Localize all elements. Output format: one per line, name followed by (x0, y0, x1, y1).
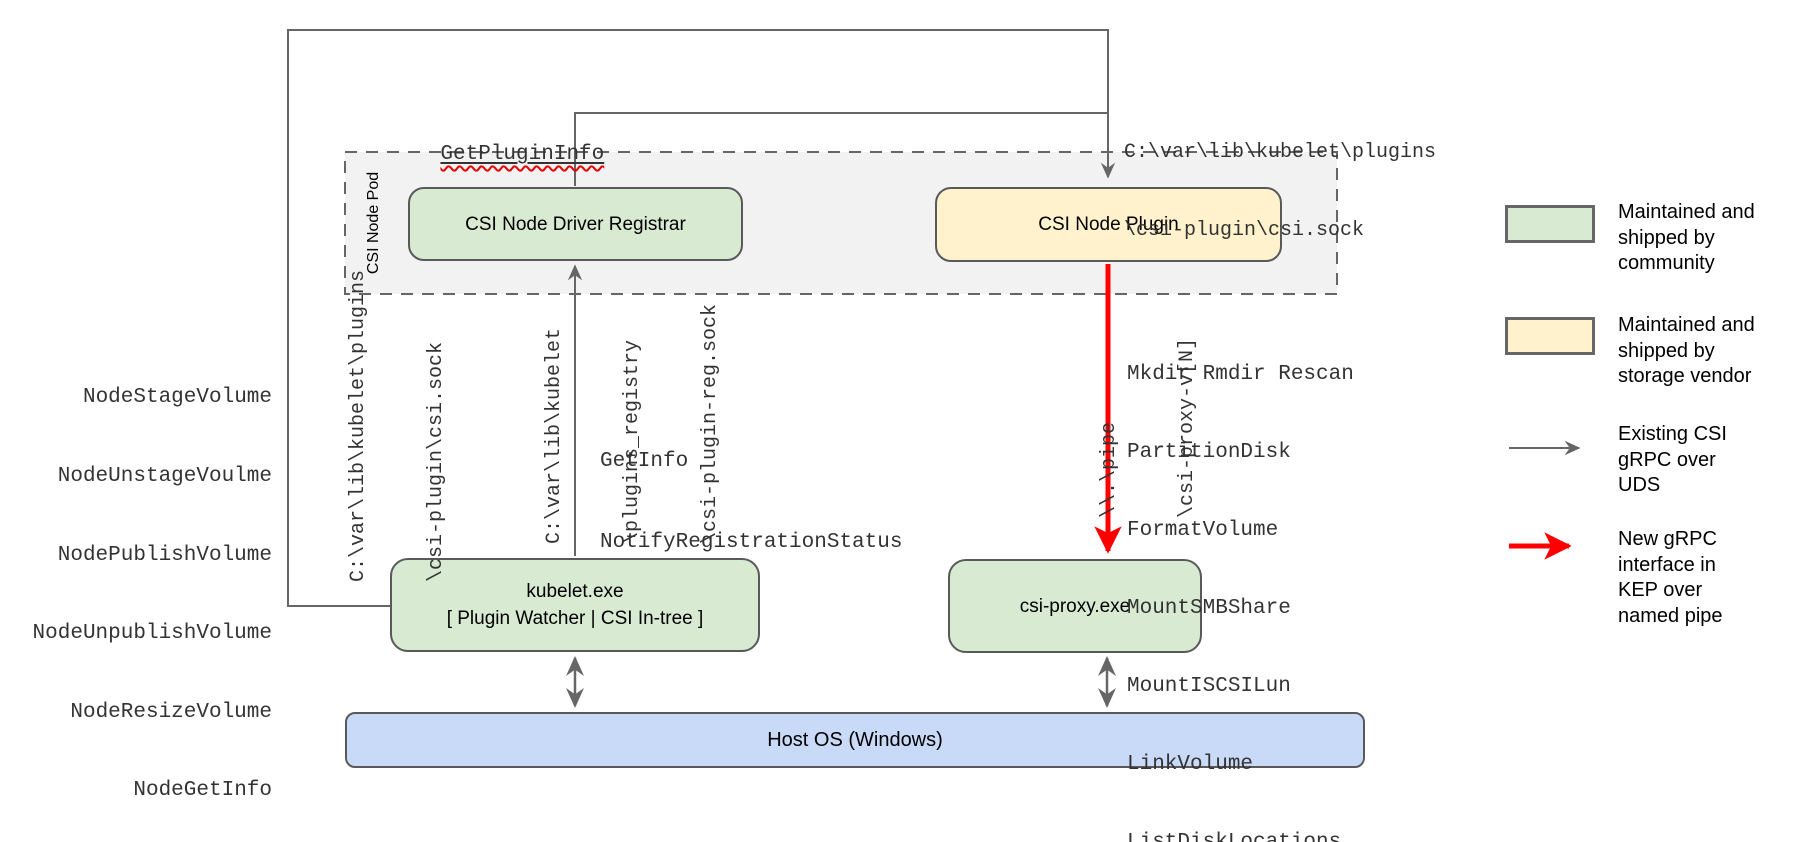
named-pipe-path-vertical: \\.\pipe \csi-proxy-v[N] (1098, 337, 1199, 518)
list-item: NodeStageVolume (82, 386, 272, 410)
list-item: NodeResizeVolume (70, 700, 272, 724)
legend-new-grpc-label: New gRPC interface in KEP over named pip… (1618, 528, 1723, 627)
registrar-calls-list: GetInfo NotifyRegistrationStatus (600, 450, 903, 554)
plugin-sock-path: C:\var\lib\kubelet\plugins \csi-plugin\c… (1124, 141, 1437, 242)
get-plugin-info-label: GetPluginInfo (440, 143, 605, 166)
list-item: LinkVolume (1127, 753, 1254, 776)
list-item: Mkdir Rmdir Rescan (1127, 363, 1354, 386)
registrar-getplugininfo-line (574, 112, 1108, 186)
kubelet-node-calls-list: NodeStageVolume NodeUnstageVoulme NodePu… (20, 333, 272, 842)
legend-red-arrow-icon (1509, 532, 1572, 560)
legend-gray-arrow-icon (1509, 440, 1581, 456)
kubelet-to-plugin-uds-line (287, 29, 1116, 607)
host-os-box: Host OS (Windows) (345, 712, 1365, 768)
legend-vendor-label: Maintained and shipped by storage vendor (1618, 314, 1755, 387)
list-item: NodeUnstageVoulme (57, 465, 272, 489)
registrar-sock-path-vertical: C:\var\lib\kubelet \plugins_registry \cs… (543, 303, 722, 544)
csi-proxy-box: csi-proxy.exe (948, 559, 1202, 653)
legend-community-swatch (1505, 205, 1595, 243)
list-item: PartitionDisk (1127, 441, 1291, 464)
kubelet-box: kubelet.exe [ Plugin Watcher | CSI In-tr… (390, 558, 760, 652)
legend-community-label: Maintained and shipped by community (1618, 201, 1755, 274)
list-item: ListDiskLocations (1127, 830, 1354, 842)
plugin-sock-path-vertical: C:\var\lib\kubelet\plugins \csi-plugin\c… (347, 269, 448, 582)
list-item: NodeUnpublishVolume (32, 622, 272, 646)
kubelet-box-subtitle: [ Plugin Watcher | CSI In-tree ] (446, 608, 704, 629)
legend-existing-label: Existing CSI gRPC over UDS (1618, 423, 1727, 496)
legend-vendor-swatch (1505, 317, 1595, 355)
list-item: NodeGetInfo (133, 779, 272, 803)
csi-node-plugin-box: CSI Node Plugin (935, 187, 1282, 262)
kubelet-box-title: kubelet.exe (526, 581, 624, 602)
csi-node-driver-registrar-box: CSI Node Driver Registrar (408, 187, 743, 261)
list-item: NodePublishVolume (57, 543, 272, 567)
list-item: MountISCSILun (1127, 675, 1291, 698)
list-item: MountSMBShare (1127, 597, 1291, 620)
csi-proxy-calls-list: Mkdir Rmdir Rescan PartitionDisk FormatV… (1127, 310, 1354, 842)
list-item: FormatVolume (1127, 519, 1279, 542)
